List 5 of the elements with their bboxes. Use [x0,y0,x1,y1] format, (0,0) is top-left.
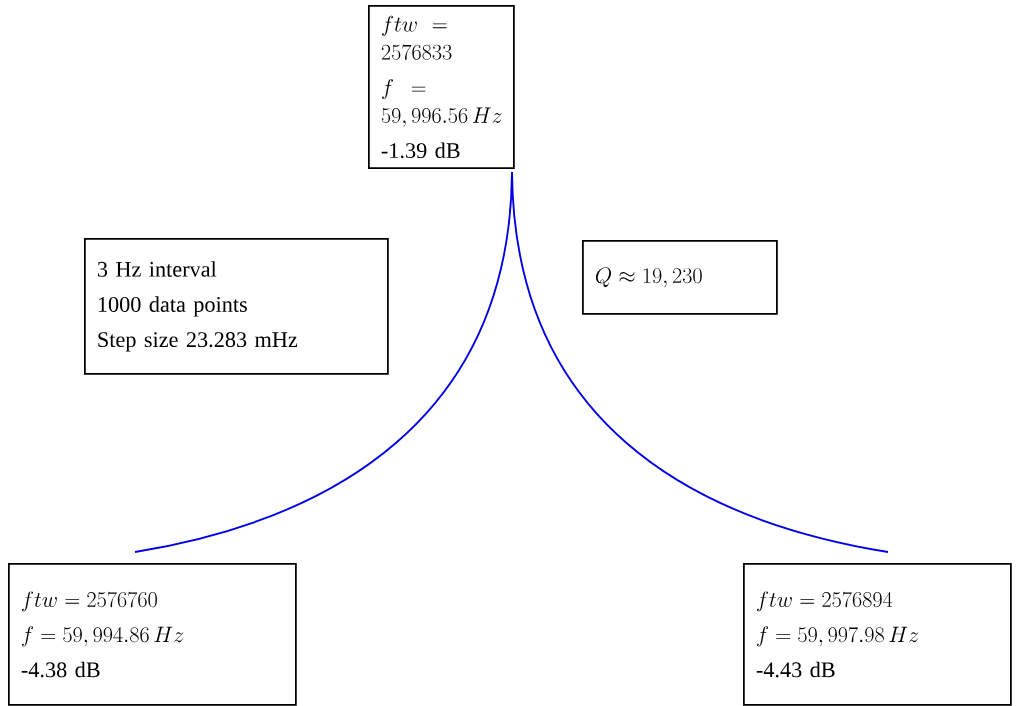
annotation-box: 3 Hz interval 1000 data points Step size 23.283 mHz [84,238,389,375]
annotation-box: $Q \approx 19,230$ [582,240,778,315]
annotation-box: $ftw = 2576760$ $f = 59,994.86\,Hz$ -4.38 dB [8,563,297,706]
annotation-box: $ftw = 2576894$ $f = 59,997.98\,Hz$ -4.43 dB [743,563,1012,706]
annotation-box: $ftw = 2576833$ $f = 59,996.56\,Hz$ -1.39 dB [368,5,515,170]
